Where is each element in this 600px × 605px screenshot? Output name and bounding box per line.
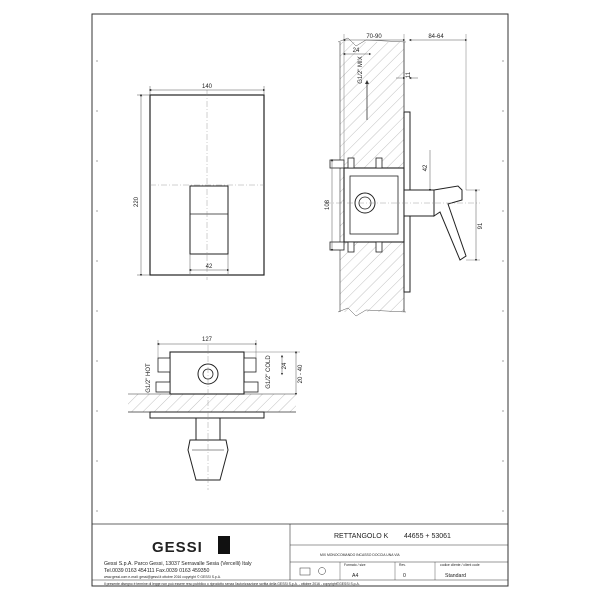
copyright-notice: Il presente disegno è termine di legge n… — [104, 582, 360, 586]
plan-view: 127 G1/2" HOT G1/2" COLD 24 20 - 40 — [128, 337, 304, 490]
company-phone: Tel.0039 0163 454111 Fax.0039 0163 45935… — [104, 568, 209, 574]
side-lever — [433, 185, 467, 261]
projection-circle-icon — [318, 567, 326, 575]
client-value: Standard — [445, 573, 466, 579]
front-handle — [189, 185, 229, 255]
dim-front-handle-width: 42 — [206, 264, 213, 270]
format-value: A4 — [352, 573, 358, 579]
front-view: 140 220 42 — [134, 84, 266, 280]
sheet-border — [91, 13, 509, 587]
product-description: MIX MONOCOMANDO INCASSO DOCCIA UNA VIA — [320, 553, 400, 557]
projection-icon — [299, 567, 311, 576]
dim-side-42: 42 — [423, 164, 429, 171]
product-codes: 44655 + 53061 — [404, 533, 451, 540]
side-view: G1/2" MIX 70-90 24 84-64 11 42 108 91 — [325, 34, 484, 317]
header-client: codice cliente / client code — [440, 563, 480, 567]
dim-front-width: 140 — [202, 84, 213, 90]
dim-plan-20-40: 20 - 40 — [298, 364, 304, 383]
dim-side-70-90: 70-90 — [366, 34, 382, 40]
header-format: Formato / size — [344, 563, 366, 567]
dim-side-84-64: 84-64 — [428, 34, 444, 40]
company-address: Gessi S.p.A. Parco Gessi, 13037 Serraval… — [104, 561, 252, 567]
dim-plan-width: 127 — [202, 337, 213, 343]
plan-plate — [149, 411, 265, 419]
dim-side-24: 24 — [353, 48, 360, 54]
dim-front-height: 220 — [134, 196, 140, 207]
header-rev: Rev. — [399, 563, 406, 567]
dim-side-108: 108 — [325, 199, 331, 210]
dim-plan-hot: G1/2" HOT — [146, 363, 152, 393]
title-block: GESSI Gessi S.p.A. Parco Gessi, 13037 Se… — [92, 523, 508, 586]
plan-wall — [128, 394, 296, 412]
dim-mix-label: G1/2" MIX — [358, 56, 364, 83]
product-name: RETTANGOLO K — [334, 533, 389, 540]
margin-ticks — [96, 60, 504, 512]
rev-value: 0 — [403, 573, 406, 579]
logo-block-icon — [218, 536, 230, 554]
dim-side-91: 91 — [478, 222, 484, 229]
dim-plan-cold: G1/2" COLD — [266, 355, 272, 389]
dim-side-11: 11 — [406, 71, 412, 78]
company-web: www.gessi.com e-mail: gessi@gessi.it ott… — [104, 575, 221, 579]
valve-body — [343, 167, 405, 243]
gessi-logo: GESSI — [152, 539, 203, 556]
dim-plan-24: 24 — [282, 362, 288, 369]
